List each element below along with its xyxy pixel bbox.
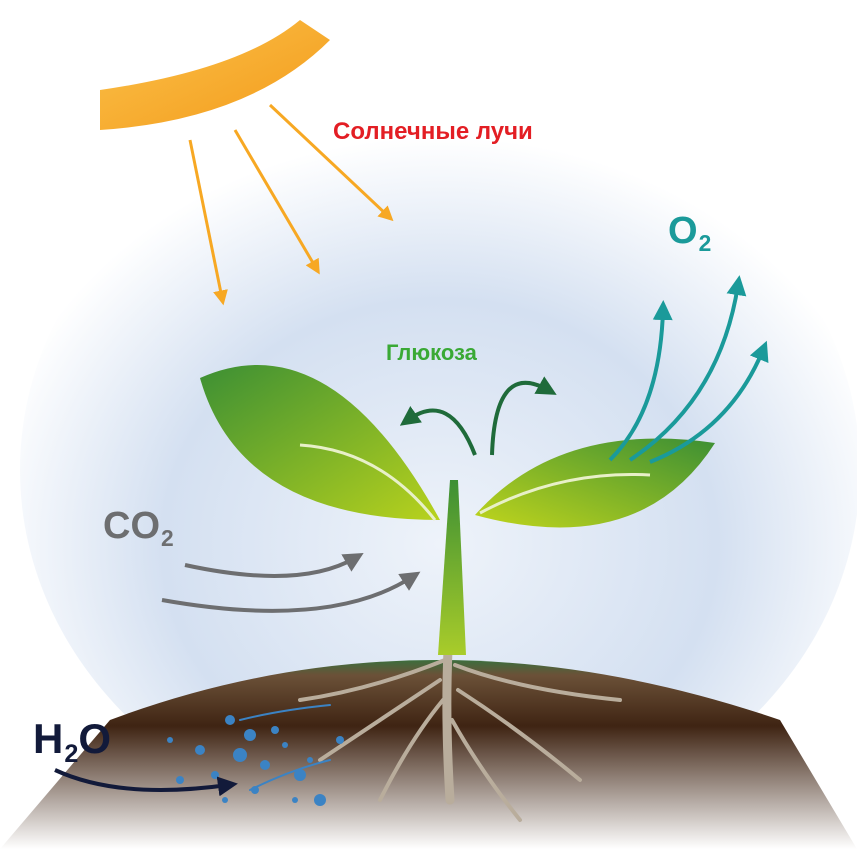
water-o-symbol: O [78,715,112,762]
oxygen-arrows [608,275,769,464]
sun-icon [100,20,330,130]
soil [0,660,857,849]
plant-stem [438,480,466,655]
right-leaf-vein [479,473,651,515]
glucose-label: Глюкоза [386,340,477,365]
co2-label: CO2 [103,505,174,551]
co2-arrows [161,552,421,613]
water-subscript: 2 [64,739,79,768]
left-leaf-vein [299,443,437,521]
sunlight-arrow [268,103,394,222]
glucose-arrows [399,376,557,456]
oxygen-symbol: O [668,210,698,252]
left-leaf [200,364,440,520]
water-label: H2O [33,715,112,768]
water-h-symbol: H [33,715,64,762]
sunlight-arrow [188,139,228,306]
sunlight-label: Солнечные лучи [333,118,533,145]
sky-background [20,100,857,840]
co2-subscript: 2 [161,524,174,551]
roots [239,645,622,822]
water-drops [167,715,344,806]
co2-symbol: CO [103,505,160,547]
sunlight-arrows [188,103,394,306]
water-arrow [54,768,238,797]
oxygen-label: O2 [668,210,712,256]
oxygen-subscript: 2 [698,229,712,256]
sunlight-arrow [233,129,320,275]
